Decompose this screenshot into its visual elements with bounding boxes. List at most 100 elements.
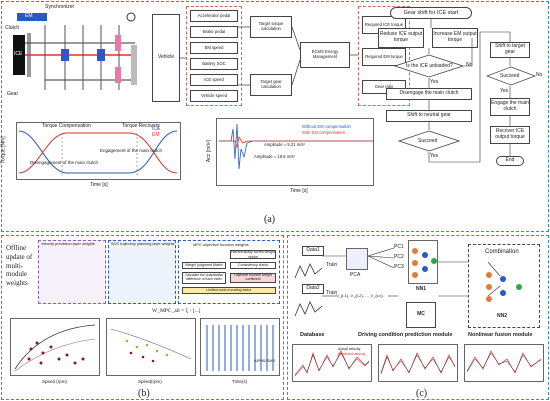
scatter-1-xlabel: Speed (rpm) [42,379,68,384]
step-label: Calculate the quantitative difference of… [184,273,224,281]
step-sorted-weight: Hierarchically sorted weight vector [230,250,276,259]
flow-reduce-ice-text: Reduce ICE output torque [379,31,423,43]
velocity-legend-predicted: Predicted velocity [338,352,366,356]
nn1-graph [412,248,437,278]
fusion-module-label: Nonlinear fusion module [468,332,533,338]
output-em-torque: Required EM torque [362,48,406,66]
ecms-connectors [180,26,358,86]
scatter-1-points [14,324,96,372]
flow-yes-1: Yes [430,79,439,85]
step-judgment-matrix: Weight judgment Matrix [182,262,226,269]
soc-layer-box: SOC trajectory planning layer weights [108,240,176,304]
target-gear-label: Target gear calculation [260,79,282,89]
ecms-box: ECMS Energy Management [300,42,350,68]
flow-unloaded-diamond [394,54,464,78]
ecms-inputs-group [186,6,242,106]
accel-legend-without: Without EM compensation [302,124,351,129]
train-label-2: Train [326,290,338,296]
mpc-layer-title: MPC objective function weights [193,242,249,247]
scatter-2-xlabel: Speed(rpm) [138,379,162,384]
prediction-module-label: Driving condition prediction module [358,332,453,338]
nn2-graph [486,272,522,302]
velocity-inputs: V_{t-1}, V_{t-2}, ..., V_{t-n} [336,293,383,298]
input-label: ICE speed [204,76,224,82]
flow-recover: Recover ICE output torque [490,126,530,144]
nn1-box [408,240,438,284]
velocity-plot-3 [464,344,544,382]
velocity-plot-2-lines [380,352,456,375]
output-label: Required ICE torque [364,21,404,27]
flow-yes-3: Yes [500,88,509,94]
input-label: Battery SOC [202,60,226,66]
flow-disengage-text: Disengage the main clutch [399,90,459,97]
velocity-plot-1-lines [294,350,370,377]
input-battery-soc: Battery SOC [190,58,238,70]
pc1-label: PC1 [394,244,404,250]
velocity-plot-1 [292,344,372,382]
step-label: Unified control scaling factor [206,288,252,293]
flow-no-1: No [466,62,473,68]
pca-box [346,248,368,270]
input-accelerator: Accelerator pedal [190,10,238,22]
accel-legend-with: With EM compensation [302,130,346,135]
accel-curves [217,123,373,170]
flow-recover-text: Recover ICE output torque [495,128,525,140]
flow-neutral-text: Shift to neutral gear [407,112,451,119]
target-torque-label: Target torque calculation [258,21,284,31]
database-label: Database [300,332,325,338]
soc-layer-title: SOC trajectory planning layer weights [111,242,175,246]
flow-increase-em: Increase EM output torque [432,28,478,48]
offline-update-text: Offline update of multi-module weights [6,244,36,288]
velocity-plot-3-lines [466,350,542,374]
em-label: EM [25,13,33,19]
flow-shift-target: Shift to target gear [490,42,530,58]
output-label: Required EM torque [365,53,403,59]
target-torque-box: Target torque calculation [250,16,292,38]
ice-label: ICE [14,51,23,57]
flow-yes-2: Yes [430,153,439,159]
gearbox-drawing [13,12,137,90]
torque-curves [18,130,178,177]
flow-unloaded-text: Is the ICE unloaded? [406,63,453,69]
panel-c-connectors [322,247,501,297]
input-label: EM speed [204,44,224,50]
flow-reduce-ice: Reduce ICE output torque [378,28,424,48]
vehicle-label: Vehicle [157,54,175,61]
step-label: Weight judgment Matrix [185,263,223,268]
step-scaling-factor: Unified control scaling factor [182,287,276,294]
velocity-layer-title: Velocity prediction layer weights [41,242,95,246]
accel-xlabel: Time [s] [290,188,308,194]
vehicle-box: Vehicle [152,14,180,102]
data2-label: Data2 [306,285,320,292]
flow-succeed-text: Succeed [418,138,438,144]
bar-xlabel: Time(s) [232,379,248,384]
velocity-legend-actual: Actual velocity [338,347,361,351]
amplitude-2: Amplitude = 19.8 m/s² [254,154,295,159]
bar-plot-bars [206,325,274,371]
torque-xlabel: Time [s] [90,182,108,188]
torque-legend-ice: ICE [152,126,161,132]
pc2-label: PC2 [394,254,404,260]
fusion-box: Combination NN2 [468,244,540,328]
input-label: Accelerator pedal [197,12,231,18]
amplitude-1: Amplitude = 5.21 m/s² [264,142,305,147]
train-label-1: Train [326,262,338,268]
input-label: Vehicle speed [200,92,228,98]
flow-end-text: End [505,157,515,164]
bar-plot [200,318,280,376]
flow-end: End [496,156,524,166]
data1-box: Data1 [302,246,324,256]
panel-b-label: (b) [138,388,150,399]
panel-c: Data1 Data2 Train Train PCA PC1 PC2 PC3 … [287,235,549,400]
step-label: Consistency check [238,263,268,268]
data1-label: Data1 [306,247,320,254]
panel-b: Offline update of multi-module weights V… [1,235,284,400]
gear-label: Gear [7,91,19,97]
mc-label: MC [417,311,425,318]
efficiency-scatter-1 [10,318,100,376]
step-consistency: Consistency check [230,262,276,269]
flow-title: Gear shift for ICE start [390,7,472,19]
step-label: Objective function weight coefficient [234,273,272,281]
flow-engage: Engage the main clutch [490,98,530,116]
target-gear-box: Target gear calculation [250,74,292,96]
